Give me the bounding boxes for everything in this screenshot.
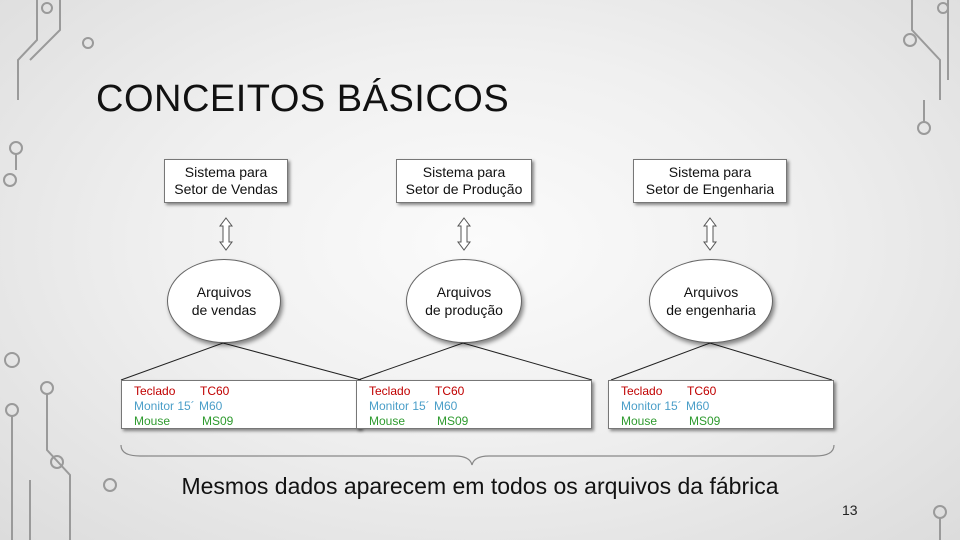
system-box-engineering: Sistema para Setor de Engenharia (633, 159, 787, 203)
record-row-monitor: Monitor 15´ M60 (609, 399, 833, 414)
record-row-mouse: Mouse MS09 (357, 414, 591, 429)
connector-lines (120, 342, 833, 381)
file-ellipse-line2: de produção (425, 302, 503, 318)
system-box-line1: Sistema para (422, 164, 506, 180)
file-ellipse-line1: Arquivos (436, 284, 492, 300)
record-item-name: Mouse (134, 414, 171, 428)
record-item-name: Mouse (621, 414, 658, 428)
record-item-name: Teclado (621, 384, 663, 398)
page-number: 13 (842, 502, 858, 518)
record-row-mouse: Mouse MS09 (609, 414, 833, 429)
file-ellipse-line1: Arquivos (196, 284, 252, 300)
record-item-code: TC60 (435, 384, 465, 398)
system-box-production: Sistema para Setor de Produção (396, 159, 532, 203)
record-row-monitor: Monitor 15´ M60 (357, 399, 591, 414)
record-item-name: Monitor 15´ (369, 399, 430, 413)
file-ellipse-engineering: Arquivos de engenharia (649, 259, 773, 343)
record-item-name: Monitor 15´ (621, 399, 682, 413)
file-ellipse-production: Arquivos de produção (406, 259, 522, 343)
double-arrow-icon (703, 217, 717, 251)
record-box-sales: Teclado TC60 Monitor 15´ M60 Mouse MS09 (121, 380, 361, 429)
record-row-teclado: Teclado TC60 (609, 384, 833, 399)
system-box-line2: Setor de Engenharia (645, 181, 775, 197)
file-ellipse-line2: de vendas (191, 302, 257, 318)
record-item-code: MS09 (437, 414, 469, 428)
double-arrow-icon (457, 217, 471, 251)
record-item-code: MS09 (202, 414, 234, 428)
system-box-line2: Setor de Produção (405, 181, 523, 197)
record-item-code: TC60 (687, 384, 717, 398)
file-ellipse-line1: Arquivos (683, 284, 739, 300)
record-row-monitor: Monitor 15´ M60 (122, 399, 360, 414)
circuit-decoration-left (3, 0, 117, 540)
circuit-decoration-right (903, 0, 949, 540)
footer-caption: Mesmos dados aparecem em todos os arquiv… (181, 473, 779, 499)
record-row-teclado: Teclado TC60 (357, 384, 591, 399)
record-item-name: Teclado (134, 384, 176, 398)
record-item-code: M60 (434, 399, 458, 413)
record-item-code: TC60 (200, 384, 230, 398)
system-box-line2: Setor de Vendas (174, 181, 278, 197)
record-item-code: M60 (686, 399, 710, 413)
system-box-line1: Sistema para (668, 164, 752, 180)
record-item-code: MS09 (689, 414, 721, 428)
record-box-production: Teclado TC60 Monitor 15´ M60 Mouse MS09 (356, 380, 592, 429)
double-arrow-icon (219, 217, 233, 251)
file-ellipse-line2: de engenharia (666, 302, 756, 318)
slide-title: CONCEITOS BÁSICOS (96, 78, 510, 120)
record-item-name: Monitor 15´ (134, 399, 195, 413)
record-item-code: M60 (199, 399, 223, 413)
record-item-name: Teclado (369, 384, 411, 398)
double-arrows (219, 217, 717, 251)
system-box-sales: Sistema para Setor de Vendas (164, 159, 288, 203)
brace-icon (120, 444, 835, 466)
system-box-line1: Sistema para (184, 164, 268, 180)
record-row-mouse: Mouse MS09 (122, 414, 360, 429)
file-ellipse-sales: Arquivos de vendas (167, 259, 281, 343)
record-item-name: Mouse (369, 414, 406, 428)
record-row-teclado: Teclado TC60 (122, 384, 360, 399)
record-box-engineering: Teclado TC60 Monitor 15´ M60 Mouse MS09 (608, 380, 834, 429)
